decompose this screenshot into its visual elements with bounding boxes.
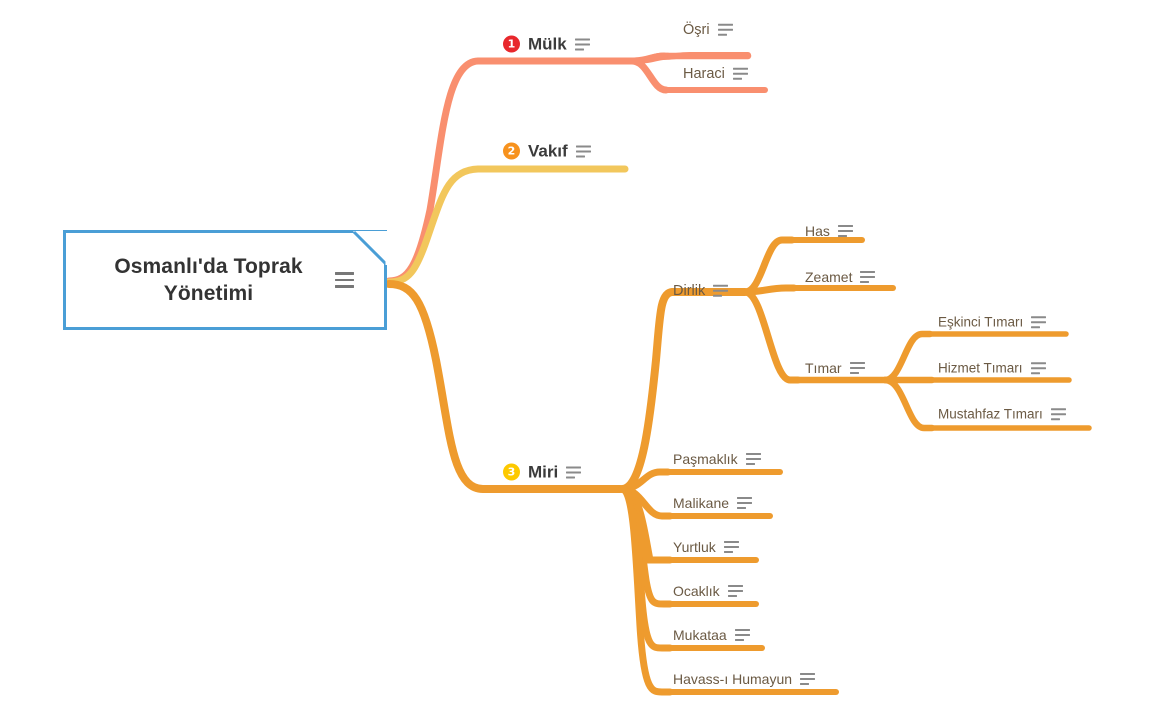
topic-eskinci-timari[interactable]: Eşkinci Tımarı	[938, 314, 1047, 330]
note-lines-icon[interactable]	[575, 145, 591, 157]
topic-yurtluk[interactable]: Yurtluk	[673, 540, 739, 554]
note-lines-icon[interactable]	[335, 272, 354, 288]
topic-label: Öşri	[683, 21, 710, 38]
topic-label: Haraci	[683, 65, 725, 82]
note-lines-icon[interactable]	[800, 673, 816, 685]
note-lines-icon[interactable]	[717, 24, 733, 36]
note-lines-icon[interactable]	[723, 541, 739, 553]
note-lines-icon[interactable]	[713, 285, 729, 297]
topic-vakif[interactable]: 2 Vakıf	[503, 141, 591, 161]
page-title: Osmanlı'da Toprak Yönetimi	[114, 254, 303, 305]
topic-mustahfaz-timari[interactable]: Mustahfaz Tımarı	[938, 407, 1066, 421]
topic-osri[interactable]: Öşri	[683, 23, 733, 38]
note-lines-icon[interactable]	[574, 38, 590, 50]
root-node-content: Osmanlı'da Toprak Yönetimi	[86, 253, 364, 308]
badge-number-2: 2	[503, 142, 520, 160]
topic-haraci[interactable]: Haraci	[683, 67, 748, 82]
topic-label: Ocaklık	[673, 583, 720, 599]
topic-label: Hizmet Tımarı	[938, 360, 1023, 376]
note-lines-icon[interactable]	[860, 271, 876, 283]
topic-label: Havass-ı Humayun	[673, 671, 793, 687]
note-lines-icon[interactable]	[737, 497, 753, 509]
note-lines-icon[interactable]	[1031, 316, 1047, 328]
topic-label: Mustahfaz Tımarı	[938, 406, 1043, 422]
note-lines-icon[interactable]	[732, 68, 748, 80]
note-lines-icon[interactable]	[566, 466, 582, 478]
topic-zeamet[interactable]: Zeamet	[805, 269, 876, 285]
topic-label: Dirlik	[673, 282, 706, 299]
badge-number-3: 3	[503, 463, 520, 481]
topic-label: Mukataa	[673, 627, 727, 643]
topic-label: Miri	[528, 462, 559, 482]
topic-mukataa[interactable]: Mukataa	[673, 628, 750, 642]
topic-hizmet-timari[interactable]: Hizmet Tımarı	[938, 361, 1046, 375]
topic-havass-i-humayun[interactable]: Havass-ı Humayun	[673, 671, 816, 687]
topic-ocaklik[interactable]: Ocaklık	[673, 584, 743, 598]
note-lines-icon[interactable]	[1050, 408, 1066, 420]
topic-label: Vakıf	[528, 141, 568, 161]
root-node[interactable]: Osmanlı'da Toprak Yönetimi	[63, 230, 387, 330]
badge-number-1: 1	[503, 35, 520, 53]
topic-has[interactable]: Has	[805, 224, 853, 238]
topic-label: Zeamet	[805, 269, 853, 285]
topic-label: Mülk	[528, 34, 567, 54]
topic-miri[interactable]: 3 Miri	[503, 462, 582, 482]
topic-timar[interactable]: Tımar	[805, 361, 865, 375]
note-lines-icon[interactable]	[734, 629, 750, 641]
topic-malikane[interactable]: Malikane	[673, 495, 753, 511]
topic-label: Eşkinci Tımarı	[938, 314, 1024, 330]
topic-label: Yurtluk	[673, 539, 716, 555]
note-lines-icon[interactable]	[837, 225, 853, 237]
topic-label: Has	[805, 223, 830, 239]
topic-mulk[interactable]: 1 Mülk	[503, 34, 590, 54]
note-lines-icon[interactable]	[849, 362, 865, 374]
note-lines-icon[interactable]	[1030, 362, 1046, 374]
topic-label: Malikane	[673, 495, 730, 511]
topic-dirlik[interactable]: Dirlik	[673, 282, 729, 299]
topic-pasmaklik[interactable]: Paşmaklık	[673, 452, 761, 466]
topic-label: Paşmaklık	[673, 451, 738, 467]
note-lines-icon[interactable]	[727, 585, 743, 597]
topic-label: Tımar	[805, 360, 842, 376]
note-lines-icon[interactable]	[745, 453, 761, 465]
